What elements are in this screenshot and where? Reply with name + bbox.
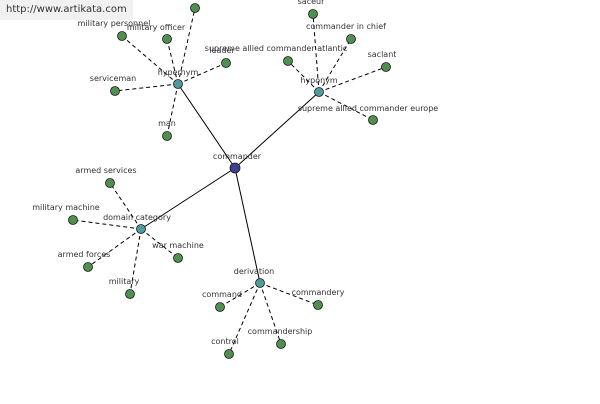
label-saceur: saceur	[298, 0, 325, 6]
node-leader[interactable]	[221, 58, 231, 68]
edge-hypernym-leader	[177, 62, 227, 85]
node-commander[interactable]	[229, 162, 241, 174]
edge-derivation-control	[228, 282, 261, 355]
edge-hypernym-military-personnel	[121, 35, 179, 85]
label-derivation: derivation	[234, 267, 274, 276]
node-derivation[interactable]	[255, 278, 265, 288]
label-serviceman: serviceman	[90, 74, 136, 83]
node-supreme-allied-commander-atlantic[interactable]	[283, 56, 293, 66]
edge-derivation-commandery	[259, 282, 319, 306]
label-saclant: saclant	[368, 50, 397, 59]
label-military-officer: military officer	[127, 23, 186, 32]
edge-domain-category-armed-forces	[87, 228, 142, 268]
edge-domain-category-war-machine	[140, 228, 179, 259]
node-serviceman[interactable]	[110, 86, 120, 96]
edge-domain-category-military-machine	[72, 219, 142, 230]
label-hypernym: hypernym	[158, 68, 199, 77]
node-hypernym[interactable]	[173, 79, 183, 89]
edge-hyponym-saclant	[318, 66, 387, 93]
edge-hypernym-hyper-top	[177, 7, 196, 85]
label-domain-category: domain category	[103, 213, 171, 222]
label-military: military	[109, 277, 140, 286]
edge-hypernym-man	[166, 83, 179, 137]
label-control: control	[211, 337, 239, 346]
node-military-personnel[interactable]	[117, 31, 127, 41]
node-military-machine[interactable]	[68, 215, 78, 225]
node-supreme-allied-commander-europe[interactable]	[368, 115, 378, 125]
edge-domain-category-military	[129, 228, 142, 295]
edge-hyponym-saceur	[312, 13, 320, 93]
label-supreme-allied-commander-atlantic: supreme allied commander atlantic	[205, 44, 347, 53]
edge-hypernym-military-officer	[166, 38, 179, 85]
node-man[interactable]	[162, 131, 172, 141]
edge-derivation-commandership	[259, 282, 282, 345]
label-command: command	[202, 290, 242, 299]
node-domain-category[interactable]	[136, 224, 146, 234]
node-armed-forces[interactable]	[83, 262, 93, 272]
label-military-machine: military machine	[32, 203, 100, 212]
edge-commander-domain-category	[140, 167, 236, 230]
node-military[interactable]	[125, 289, 135, 299]
label-supreme-allied-commander-europe: supreme allied commander europe	[298, 104, 438, 113]
label-leader: leader	[209, 46, 235, 55]
node-saceur[interactable]	[308, 9, 318, 19]
label-military-personnel: military personnel	[78, 19, 151, 28]
edge-domain-category-armed-services	[109, 182, 142, 230]
node-war-machine[interactable]	[173, 253, 183, 263]
node-saclant[interactable]	[381, 62, 391, 72]
node-control[interactable]	[224, 349, 234, 359]
edge-hypernym-serviceman	[114, 83, 179, 92]
node-armed-services[interactable]	[105, 178, 115, 188]
node-military-officer[interactable]	[162, 34, 172, 44]
edge-commander-hyponym	[234, 91, 320, 169]
edge-hyponym-supreme-allied-commander-europe	[318, 91, 374, 121]
watermark-url: http://www.artikata.com	[0, 0, 133, 20]
label-man: man	[158, 119, 176, 128]
node-commander-in-chief[interactable]	[346, 34, 356, 44]
label-commander-in-chief: commander in chief	[306, 22, 386, 31]
label-armed-forces: armed forces	[58, 250, 111, 259]
label-armed-services: armed services	[75, 166, 136, 175]
node-commandership[interactable]	[276, 339, 286, 349]
edge-derivation-command	[219, 282, 261, 308]
edge-commander-hypernym	[177, 83, 236, 169]
label-commandership: commandership	[248, 327, 313, 336]
node-hyper-top[interactable]	[190, 3, 200, 13]
edge-hyponym-commander-in-chief	[318, 38, 352, 93]
edge-commander-derivation	[234, 167, 261, 284]
edge-hyponym-supreme-allied-commander-atlantic	[287, 60, 320, 93]
label-war-machine: war machine	[152, 241, 204, 250]
label-hyponym: hyponym	[300, 76, 338, 85]
node-commandery[interactable]	[313, 300, 323, 310]
label-commandery: commandery	[292, 288, 345, 297]
node-command[interactable]	[215, 302, 225, 312]
node-hyponym[interactable]	[314, 87, 324, 97]
label-commander: commander	[213, 152, 262, 161]
